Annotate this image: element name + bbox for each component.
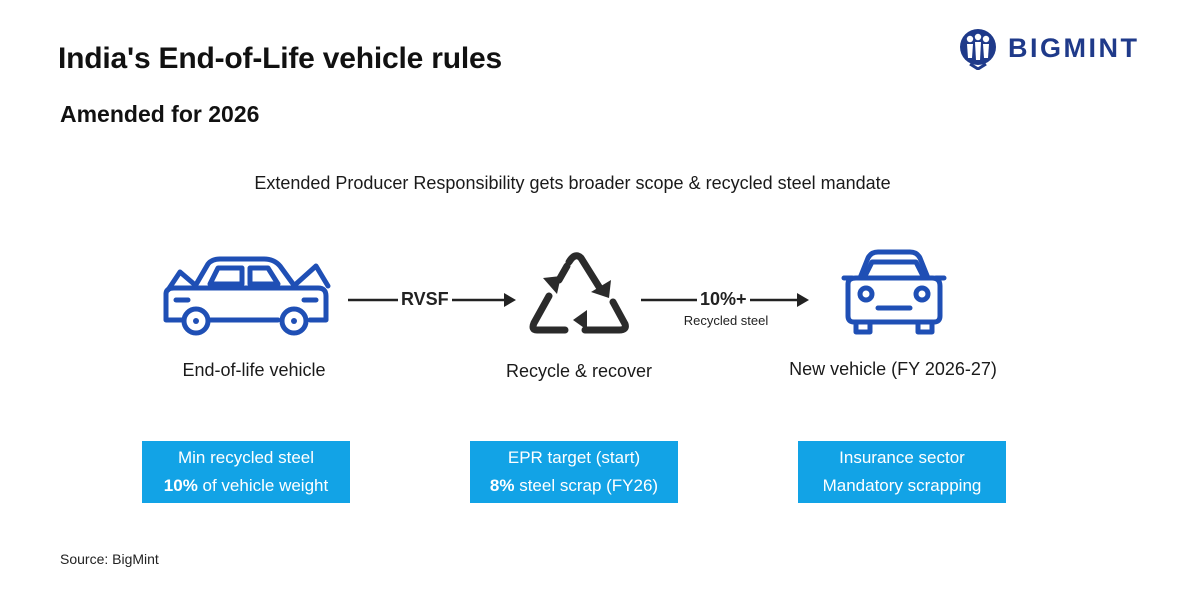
info-box-insurance: Insurance sector Mandatory scrapping <box>798 441 1006 503</box>
arrow-label-rvsf: RVSF <box>398 289 452 310</box>
source-note: Source: BigMint <box>60 551 159 567</box>
diagram-tagline: Extended Producer Responsibility gets br… <box>254 173 891 193</box>
step-caption-recycle: Recycle & recover <box>505 361 653 381</box>
info-box-line1: EPR target (start) <box>507 448 641 467</box>
brand-logo: BIGMINT <box>958 24 1140 72</box>
step-caption-new-vehicle: New vehicle (FY 2026-27) <box>789 359 997 379</box>
step-caption-eol: End-of-life vehicle <box>182 360 326 380</box>
recycle-icon <box>529 252 629 334</box>
damaged-car-icon <box>163 256 331 336</box>
page-subtitle: Amended for 2026 <box>60 101 260 127</box>
info-box-highlight: 10% <box>163 476 198 495</box>
info-box-line2-text: steel scrap (FY26) <box>514 476 659 495</box>
info-box-line1: Min recycled steel <box>177 448 315 467</box>
info-box-line2: 8% steel scrap (FY26) <box>470 472 678 500</box>
info-box-line2: 10% of vehicle weight <box>142 472 350 500</box>
arrow-sublabel-recycled-steel: Recycled steel <box>683 313 769 328</box>
arrow-label-share: 10%+ <box>697 289 750 310</box>
info-box-line2-text: Mandatory scrapping <box>822 476 982 495</box>
info-box-epr-target: EPR target (start) 8% steel scrap (FY26) <box>470 441 678 503</box>
info-box-line2-text: of vehicle weight <box>197 476 329 495</box>
info-box-line2: Mandatory scrapping <box>798 472 1006 500</box>
info-box-highlight: 8% <box>489 476 515 495</box>
bigmint-logo-icon <box>960 29 996 70</box>
page-title: India's End-of-Life vehicle rules <box>58 42 502 75</box>
info-box-line1: Insurance sector <box>839 448 965 467</box>
info-box-min-recycled-steel: Min recycled steel 10% of vehicle weight <box>142 441 350 503</box>
brand-name: BIGMINT <box>1008 32 1140 63</box>
new-car-icon <box>841 249 947 335</box>
